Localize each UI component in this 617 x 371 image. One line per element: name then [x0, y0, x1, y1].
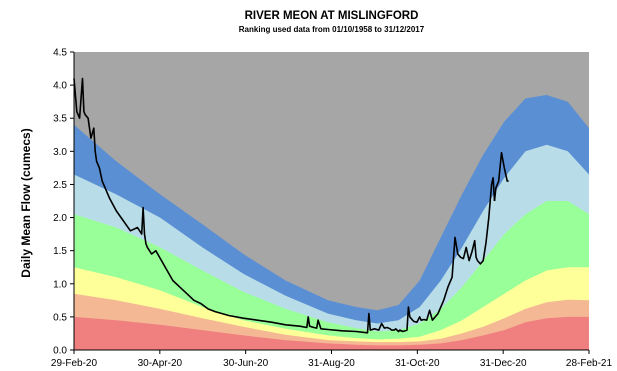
ranking-bands [74, 52, 589, 350]
y-tick-label: 3.5 [53, 114, 67, 125]
flow-line-2 [493, 151, 509, 202]
x-tick-label: 31-Oct-20 [395, 358, 440, 369]
y-tick-label: 0.5 [53, 312, 67, 323]
chart-subtitle: Ranking used data from 01/10/1958 to 31/… [238, 25, 425, 34]
x-tick-labels: 29-Feb-20 30-Apr-20 30-Jun-20 31-Aug-20 31-O… [51, 358, 613, 369]
y-tick-label: 4.0 [53, 81, 67, 92]
y-tick-label: 1.5 [53, 246, 67, 257]
y-tick-label: 2.0 [53, 213, 67, 224]
flow-series [73, 77, 509, 334]
y-tick-label: 3.0 [53, 147, 67, 158]
x-tick-label: 29-Feb-20 [51, 358, 98, 369]
flow-line-1 [73, 77, 496, 334]
x-tick-label: 28-Feb-21 [566, 358, 613, 369]
y-tick-label: 0.0 [53, 346, 67, 357]
x-tick-label: 31-Dec-20 [480, 358, 527, 369]
x-tick-label: 30-Apr-20 [138, 358, 183, 369]
y-tick-label: 1.0 [53, 279, 67, 290]
y-tick-label: 2.5 [53, 180, 67, 191]
y-tick-labels: 0.0 0.5 1.0 1.5 2.0 2.5 3.0 3.5 4.0 4.5 [53, 48, 67, 357]
x-tick-label: 31-Aug-20 [308, 358, 355, 369]
y-tick-label: 4.5 [53, 48, 67, 59]
band-1 [74, 316, 589, 350]
chart-axes [70, 51, 590, 354]
chart-title: RIVER MEON AT MISLINGFORD [244, 10, 419, 22]
x-tick-label: 30-Jun-20 [223, 358, 268, 369]
